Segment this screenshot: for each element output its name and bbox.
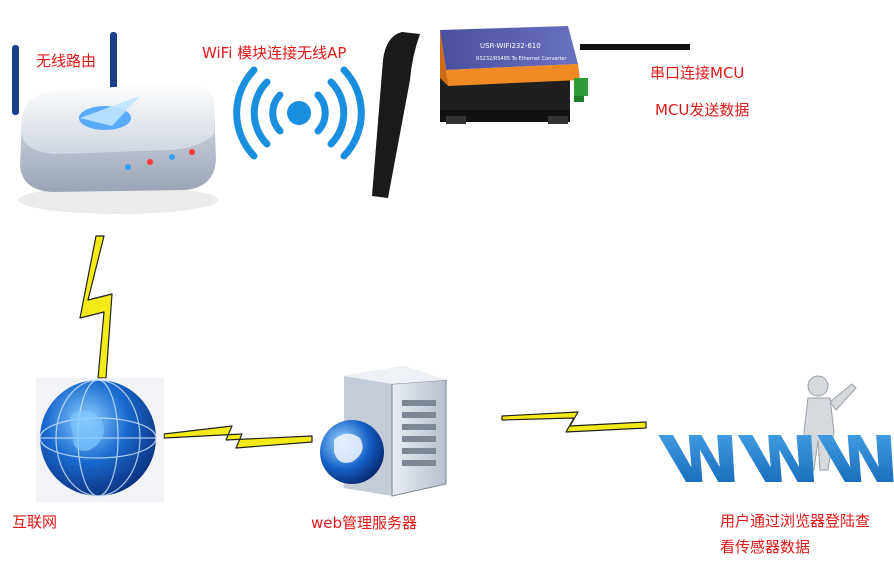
serial-arrow-icon	[580, 44, 690, 50]
www-person-icon: www	[645, 375, 894, 502]
user-label-line2: 看传感器数据	[720, 538, 811, 556]
router-icon	[12, 32, 218, 214]
wifi-signal-icon	[233, 66, 365, 160]
server-label: web管理服务器	[311, 514, 418, 532]
device-subtitle: RS232/RS485 To Ethernet Converter	[476, 56, 567, 62]
router-label: 无线路由	[36, 52, 97, 70]
internet-label: 互联网	[12, 513, 58, 531]
person-icon	[803, 375, 857, 471]
www-text: www	[645, 402, 894, 502]
globe-icon	[36, 378, 164, 502]
lightning-bolt-icon	[79, 235, 647, 449]
serial-label: 串口连接MCU	[650, 64, 745, 82]
server-icon	[320, 366, 447, 497]
device-brand: USR-WIFI232-610	[480, 42, 541, 50]
user-label-line1: 用户通过浏览器登陆查	[720, 512, 871, 530]
mcu-send-label: MCU发送数据	[655, 101, 750, 119]
converter-icon: USR-WIFI232-610 RS232/RS485 To Ethernet …	[372, 26, 588, 198]
wifi-module-label: WiFi 模块连接无线AP	[202, 44, 347, 62]
